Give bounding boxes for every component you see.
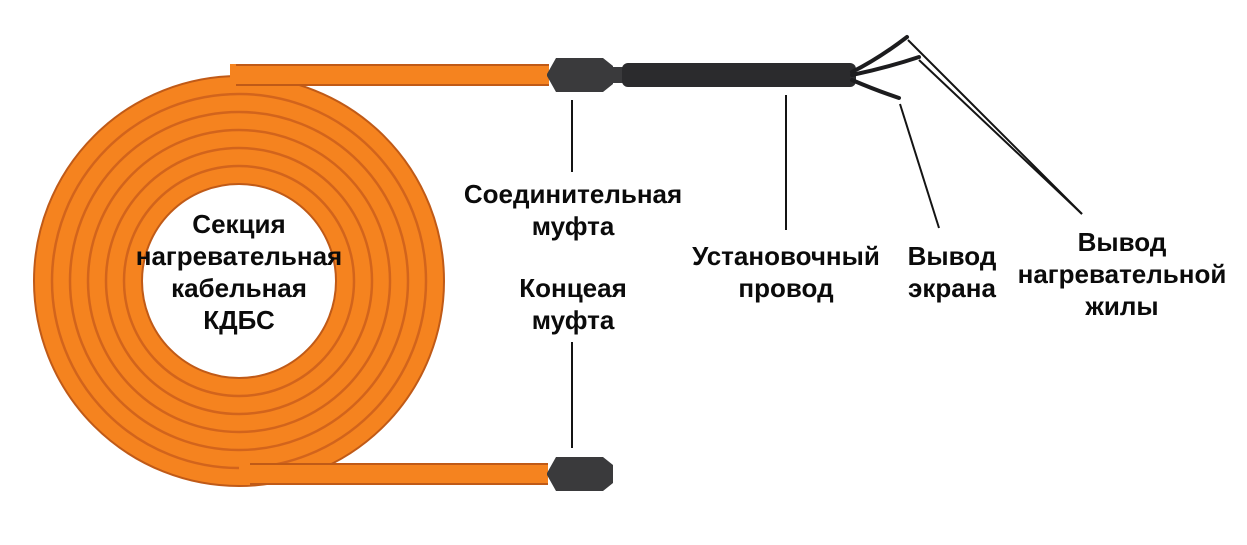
coil-winding-separator (122, 164, 356, 398)
leader-lines (571, 39, 1083, 448)
heating-cable-coil (33, 75, 445, 487)
coil-label: Секция нагревательная кабельная КДБС (135, 209, 343, 335)
top-cable (230, 64, 549, 86)
end-coupling-label: Концеая муфта (519, 273, 627, 335)
top-cable-body (230, 64, 549, 86)
bottom-cable (239, 463, 548, 485)
coil-inner-edge (141, 183, 337, 379)
joint-coupling-label: Соединительная муфта (463, 179, 683, 241)
coil-winding-separator (104, 146, 374, 416)
installation-wire (622, 35, 921, 100)
heating-core-lead-leader-line (907, 39, 1083, 215)
coil-winding-separator (86, 128, 392, 434)
coil-winding-separator (68, 110, 410, 452)
screen-wire-end (850, 78, 901, 100)
heating-core-lead-leader-line (918, 59, 1083, 215)
end-coupling (547, 457, 613, 491)
bottom-cable-body (239, 463, 548, 485)
installation-wire-body (622, 63, 856, 87)
screen-lead-leader-line (899, 103, 940, 229)
heating-core-wire-end (850, 55, 921, 77)
screen-lead-label: Вывод экрана (907, 241, 997, 303)
joint-coupling-body (547, 58, 613, 92)
joint-coupling (547, 58, 626, 92)
end-coupling-body (547, 457, 613, 491)
heating-core-lead-label: Вывод нагревательной жилы (1017, 227, 1227, 321)
heating-core-wire-end (850, 35, 909, 74)
installation-wire-label: Установочный провод (692, 241, 880, 303)
